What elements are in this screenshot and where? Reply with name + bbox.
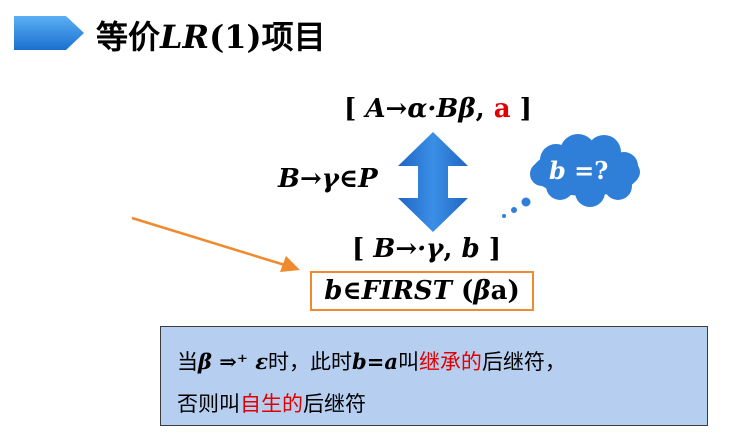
first-set-box: b∈FIRST (βa) — [310, 271, 534, 311]
production-rule: B→γ∈P — [278, 164, 378, 194]
comma: , — [475, 94, 494, 124]
cloud-question: b =? — [549, 156, 608, 185]
note-text: 叫 — [397, 350, 419, 374]
first-formula: b∈FIRST (βa) — [324, 276, 520, 306]
title-post: 项目 — [261, 18, 326, 56]
first-a: a — [490, 276, 508, 306]
note-text: 否则叫 — [177, 392, 240, 416]
first-lparen: ( — [452, 276, 474, 306]
first-fn: FIRST — [361, 276, 452, 306]
item1-lookahead: a — [493, 94, 511, 124]
explanation-note: 当β ⇒⁺ ε时，此时b=a叫继承的后继符， 否则叫自生的后继符 — [160, 326, 708, 426]
item2-production: B→·γ — [373, 234, 444, 264]
note-spontaneous: 自生的 — [240, 392, 303, 416]
bracket-left: [ — [344, 94, 366, 124]
title-lr: LR — [160, 18, 210, 56]
note-beta: β — [198, 349, 212, 374]
page-title: 等价LR(1)项目 — [96, 12, 326, 58]
title-pre: 等价 — [96, 18, 161, 56]
note-text: 后继符 — [303, 392, 366, 416]
first-beta: β — [473, 276, 491, 306]
cloud-eq: =? — [565, 156, 609, 185]
double-arrow-icon — [398, 132, 468, 232]
first-b: b — [324, 276, 343, 306]
bracket-left: [ — [352, 234, 374, 264]
note-line-2: 否则叫自生的后继符 — [177, 383, 707, 425]
note-text: 时，此时 — [268, 350, 353, 374]
bracket-right: ] — [479, 234, 501, 264]
note-epsilon: ε — [255, 349, 269, 374]
first-op: ∈ — [342, 276, 362, 306]
title-bullet-arrow-icon — [14, 16, 84, 50]
note-b-eq-a: b=a — [352, 349, 398, 374]
note-text: 当 — [177, 350, 198, 374]
note-text: 后继符， — [481, 350, 566, 374]
lr-item-2: [ B→·γ, b ] — [352, 234, 501, 264]
first-rparen: ) — [507, 276, 520, 306]
item2-lookahead: b — [461, 234, 480, 264]
note-inherited: 继承的 — [418, 350, 482, 374]
cloud-b: b — [549, 156, 566, 185]
item1-production: A→α·Bβ — [365, 94, 476, 124]
note-derive-arrow: ⇒⁺ — [211, 349, 256, 374]
bracket-right: ] — [510, 94, 532, 124]
lr-item-1: [ A→α·Bβ, a ] — [344, 94, 532, 124]
thought-cloud-icon — [502, 134, 640, 218]
note-line-1: 当β ⇒⁺ ε时，此时b=a叫继承的后继符， — [177, 341, 707, 383]
comma: , — [443, 234, 462, 264]
pointer-arrow-icon — [131, 216, 300, 272]
title-num: (1) — [209, 18, 262, 56]
